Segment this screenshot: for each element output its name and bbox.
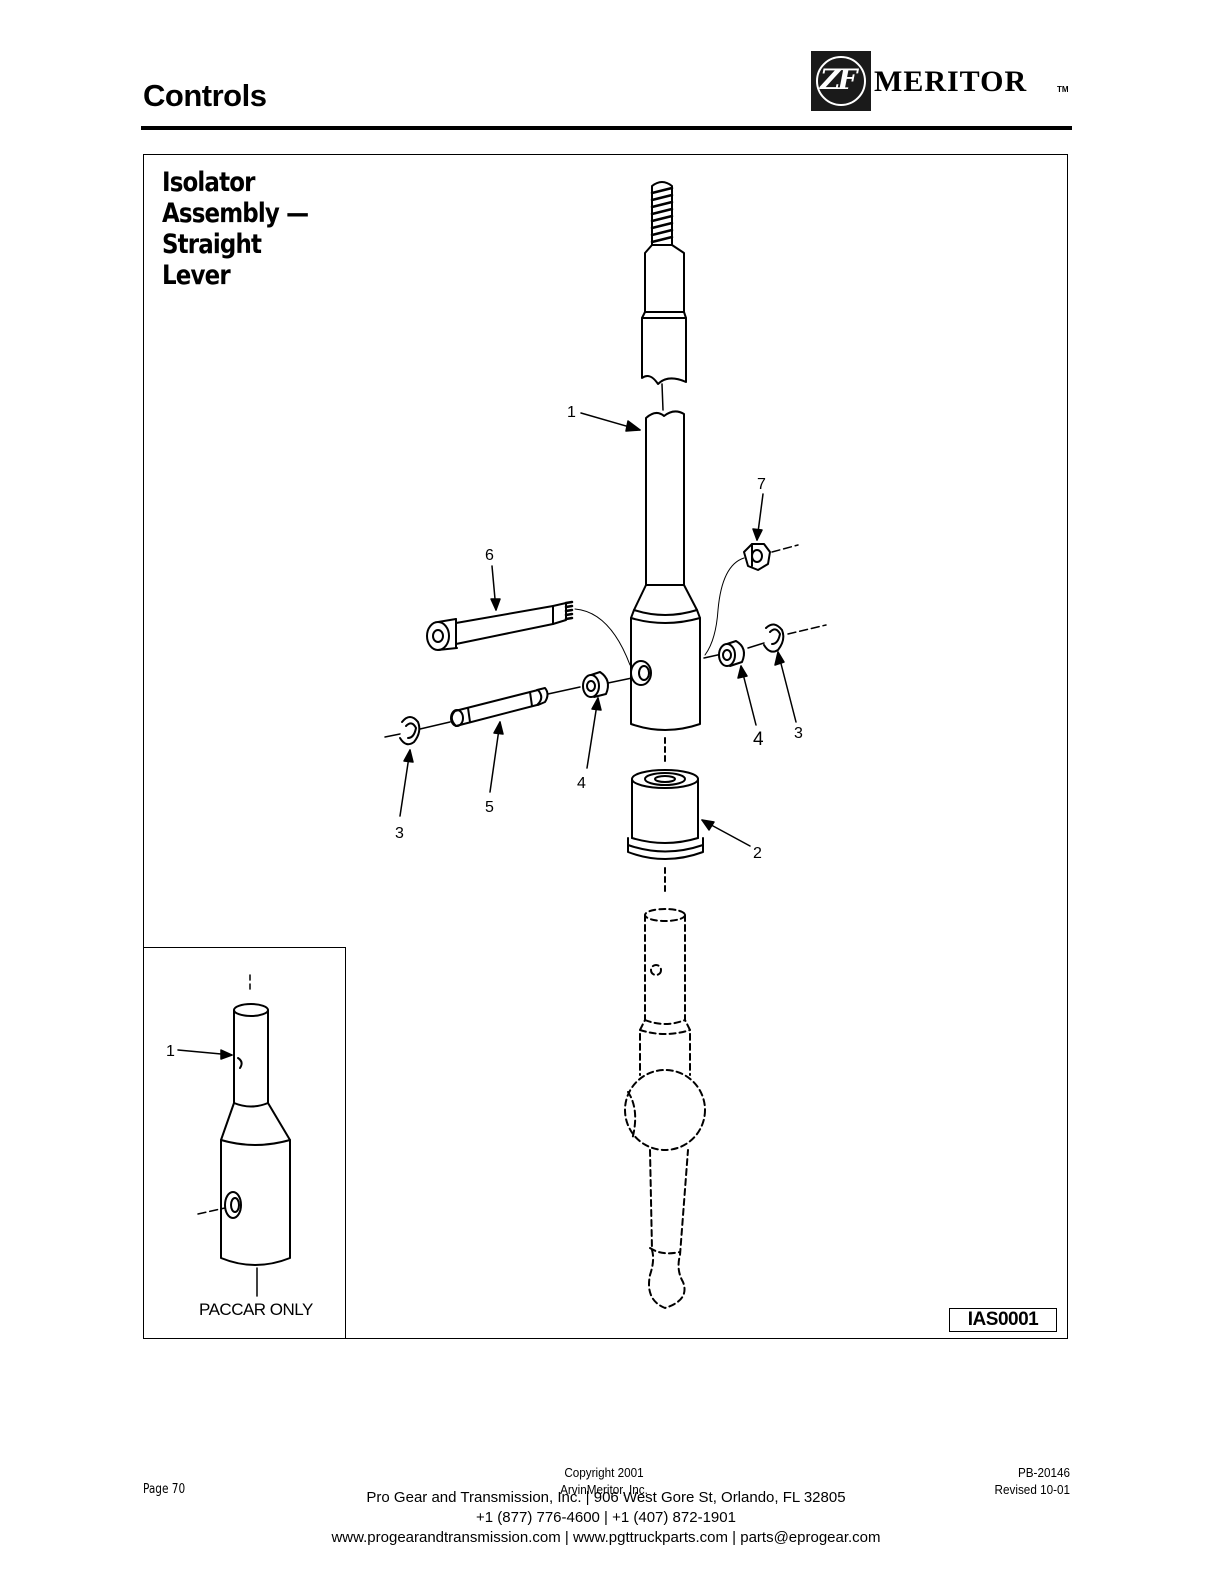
dealer-links[interactable]: www.progearandtransmission.com | www.pgt… xyxy=(331,1529,881,1546)
bushing-part-4-right xyxy=(703,640,745,667)
logo-trademark: TM xyxy=(1057,85,1069,94)
inset-paccar-lever xyxy=(177,974,291,1297)
figure-title-line: Lever xyxy=(162,260,231,291)
figure-title-line: Assembly — xyxy=(162,198,309,229)
bushing-part-4-left xyxy=(582,671,633,698)
callout-5: 5 xyxy=(485,799,494,816)
callout-4-right: 4 xyxy=(753,729,764,750)
copyright-line: ArvinMeritor, Inc. xyxy=(560,1482,648,1497)
zf-meritor-logo: ZF MERITOR TM xyxy=(811,51,1076,111)
callout-3-right: 3 xyxy=(794,725,803,742)
zf-logo-mark: ZF xyxy=(811,51,871,111)
copyright-line: Copyright 2001 xyxy=(564,1465,644,1480)
lower-lever-reference xyxy=(624,908,706,1309)
nut-part-7 xyxy=(704,543,799,656)
pin-part-5 xyxy=(384,686,581,738)
callout-3-left: 3 xyxy=(395,825,404,842)
lever-shaft-lower xyxy=(630,410,701,763)
callout-7: 7 xyxy=(757,476,766,493)
callout-6: 6 xyxy=(485,547,494,564)
document-info: PB-20146 Revised 10-01 xyxy=(962,1464,1070,1498)
figure-title-line: Isolator xyxy=(162,167,255,198)
callout-1-inset: 1 xyxy=(166,1043,175,1060)
dealer-address: Pro Gear and Transmission, Inc. | 906 We… xyxy=(366,1489,846,1506)
figure-title: Isolator Assembly — Straight Lever xyxy=(162,167,309,291)
figure-title-line: Straight xyxy=(162,229,262,260)
clip-part-3-right xyxy=(747,623,827,653)
bolt-part-6 xyxy=(426,600,631,666)
page-number: Page 70 xyxy=(143,1482,186,1497)
copyright: Copyright 2001 ArvinMeritor, Inc. xyxy=(514,1464,694,1498)
section-title: Controls xyxy=(143,78,267,113)
revision-date: Revised 10-01 xyxy=(994,1482,1070,1497)
callout-labels: 1 2 3 3 4 4 5 6 7 1 xyxy=(166,404,803,1060)
dealer-contact: Pro Gear and Transmission, Inc. | 906 We… xyxy=(250,1488,962,1548)
callout-1: 1 xyxy=(567,404,576,421)
lever-shaft-upper xyxy=(641,181,687,411)
document-number: PB-20146 xyxy=(1017,1465,1070,1480)
callout-4-left: 4 xyxy=(577,775,586,792)
inset-caption: PACCAR ONLY xyxy=(199,1300,313,1319)
inset-frame xyxy=(143,947,346,1339)
logo-wordmark: MERITOR xyxy=(874,65,1028,98)
clip-part-3-left xyxy=(399,716,421,746)
callout-leaders xyxy=(399,412,797,847)
figure-code: IAS0001 xyxy=(949,1308,1057,1332)
header-rule xyxy=(141,126,1072,130)
figure-frame xyxy=(143,154,1068,1339)
dealer-phone: +1 (877) 776-4600 | +1 (407) 872-1901 xyxy=(476,1509,736,1526)
isolator-bushing xyxy=(627,769,704,896)
callout-2: 2 xyxy=(753,845,762,862)
